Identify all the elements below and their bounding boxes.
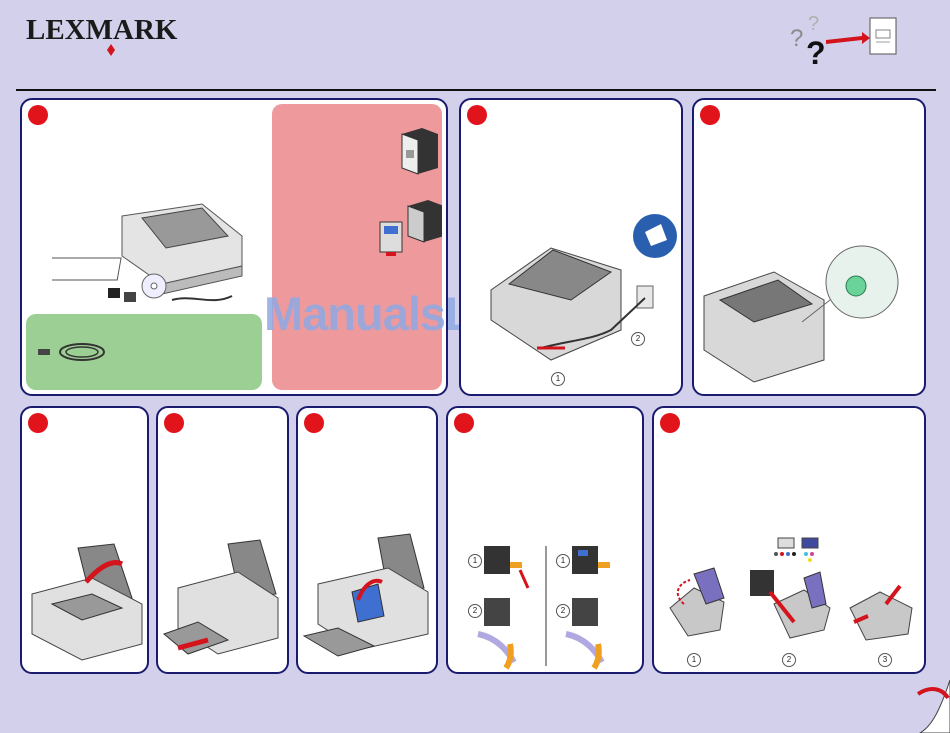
callout-2: 2 [468, 604, 482, 618]
step-panel-connect-power: 1 2 [459, 98, 683, 396]
printer-contents-illustration [52, 196, 272, 316]
step-panel-unpack [20, 98, 448, 396]
lexmark-logo: LEXMARK [26, 14, 177, 47]
step-marker [28, 105, 48, 125]
usb-cable-illustration [26, 314, 262, 390]
cartridge-install-illustration [654, 408, 926, 674]
callout-1: 1 [551, 372, 565, 386]
cartridge-info-box [272, 104, 442, 390]
callout-1: 1 [468, 554, 482, 568]
svg-text:?: ? [790, 25, 803, 52]
page-curl-icon[interactable] [914, 680, 950, 733]
manual-document-icon [870, 18, 896, 54]
cartridge-illustration [272, 104, 442, 390]
open-cover-illustration [298, 408, 438, 674]
step-panel-raise-paper-support [20, 406, 149, 674]
logo-text: LEXMARK [26, 14, 177, 46]
step-panel-power-on [692, 98, 926, 396]
callout-1: 1 [687, 653, 701, 667]
help-question-icon: ? ? ? [790, 12, 900, 68]
tape-removal-illustration [448, 408, 644, 674]
usb-cable-info-box [26, 314, 262, 390]
paper-exit-illustration [158, 408, 289, 674]
svg-text:?: ? [808, 13, 819, 35]
paper-support-illustration [22, 408, 149, 674]
step-panel-extend-paper-exit [156, 406, 289, 674]
callout-1: 1 [556, 554, 570, 568]
callout-2: 2 [782, 653, 796, 667]
power-connection-illustration [461, 100, 683, 396]
header-rule [16, 89, 936, 91]
callout-2: 2 [556, 604, 570, 618]
step-panel-install-cartridges: 1 2 3 [652, 406, 926, 674]
callout-3: 3 [878, 653, 892, 667]
step-panel-prepare-cartridges: 1 2 1 2 [446, 406, 644, 674]
step-panel-open-cover [296, 406, 438, 674]
svg-text:?: ? [806, 35, 826, 68]
power-button-illustration [694, 100, 926, 396]
callout-2: 2 [631, 332, 645, 346]
